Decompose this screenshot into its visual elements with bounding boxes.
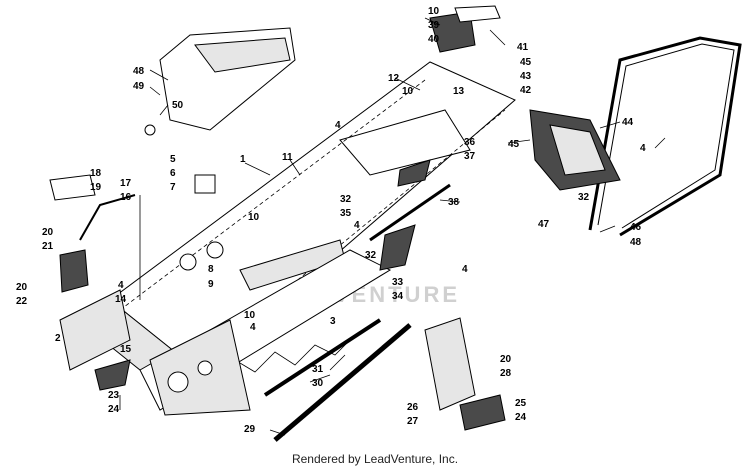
callout-18: 18 [90, 168, 102, 179]
callout-2: 2 [55, 333, 61, 344]
callout-10d: 10 [244, 310, 256, 321]
callout-38: 38 [448, 197, 460, 208]
callout-4b: 4 [640, 143, 646, 154]
callout-22: 22 [16, 296, 28, 307]
rear-bumper [588, 36, 742, 237]
callout-49: 48 [133, 66, 145, 77]
callout-14: 14 [115, 294, 127, 305]
callout-45b: 45 [508, 139, 520, 150]
callout-21: 21 [42, 241, 54, 252]
callout-16: 16 [120, 192, 132, 203]
taillight-housing [529, 109, 621, 191]
callout-4f: 4 [250, 322, 256, 333]
callout-29: 29 [244, 424, 256, 435]
callout-4d: 4 [462, 264, 468, 275]
callout-15: 15 [120, 344, 132, 355]
callout-9: 9 [208, 279, 214, 290]
callout-48: 48 [630, 237, 642, 248]
callout-3: 3 [330, 316, 336, 327]
rear-grab-handle [429, 5, 501, 53]
callout-36: 36 [464, 137, 476, 148]
callout-41: 41 [517, 42, 529, 53]
callout-20c: 20 [500, 354, 512, 365]
callout-32a: 32 [578, 192, 590, 203]
callout-20a: 20 [42, 227, 54, 238]
callout-labels: 48 49 50 5 6 7 1 11 4 12 10 13 10 39 40 … [16, 6, 646, 435]
callout-leaders [149, 17, 666, 436]
callout-8: 8 [208, 264, 214, 275]
callout-26: 26 [407, 402, 419, 413]
callout-34: 34 [392, 291, 404, 302]
footrest-bracket [49, 174, 136, 391]
callout-47: 47 [538, 219, 550, 230]
callout-24b: 24 [515, 412, 527, 423]
callout-19: 19 [90, 182, 102, 193]
callout-10c: 10 [248, 212, 260, 223]
callout-46: 46 [630, 222, 642, 233]
callout-23: 23 [108, 390, 120, 401]
callout-43: 43 [520, 71, 532, 82]
fastener-hardware [119, 124, 224, 410]
callout-30: 30 [312, 378, 324, 389]
support-rods [263, 183, 451, 442]
callout-4c: 4 [354, 220, 360, 231]
callout-42: 42 [520, 85, 532, 96]
callout-1: 1 [240, 154, 246, 165]
callout-39: 39 [428, 20, 440, 31]
callout-17: 17 [120, 178, 132, 189]
callout-10a: 10 [402, 86, 414, 97]
callout-35: 35 [340, 208, 352, 219]
callout-10b: 10 [428, 6, 440, 17]
callout-31: 31 [312, 364, 324, 375]
seat [159, 27, 296, 131]
callout-33: 33 [392, 277, 404, 288]
right-footrest [379, 224, 506, 431]
callout-27: 27 [407, 416, 419, 427]
callout-40: 40 [428, 34, 440, 45]
callout-4e: 4 [118, 280, 124, 291]
callout-4a: 4 [335, 120, 341, 131]
callout-12: 12 [388, 73, 400, 84]
callout-11: 11 [282, 152, 293, 163]
callout-45a: 45 [520, 57, 532, 68]
callout-50: 49 [133, 81, 145, 92]
callout-32c: 32 [365, 250, 377, 261]
callout-5: 5 [170, 154, 176, 165]
callout-51: 50 [172, 100, 184, 111]
callout-6: 6 [170, 168, 176, 179]
callout-44: 44 [622, 117, 634, 128]
callout-28: 28 [500, 368, 512, 379]
callout-32b: 32 [340, 194, 352, 205]
callout-20b: 20 [16, 282, 28, 293]
running-board [139, 249, 392, 416]
callout-7: 7 [170, 182, 176, 193]
callout-24a: 24 [108, 404, 120, 415]
callout-37: 37 [464, 151, 476, 162]
callout-25: 25 [515, 398, 527, 409]
callout-13: 13 [453, 86, 465, 97]
footer-credit: Rendered by LeadVenture, Inc. [291, 452, 459, 466]
